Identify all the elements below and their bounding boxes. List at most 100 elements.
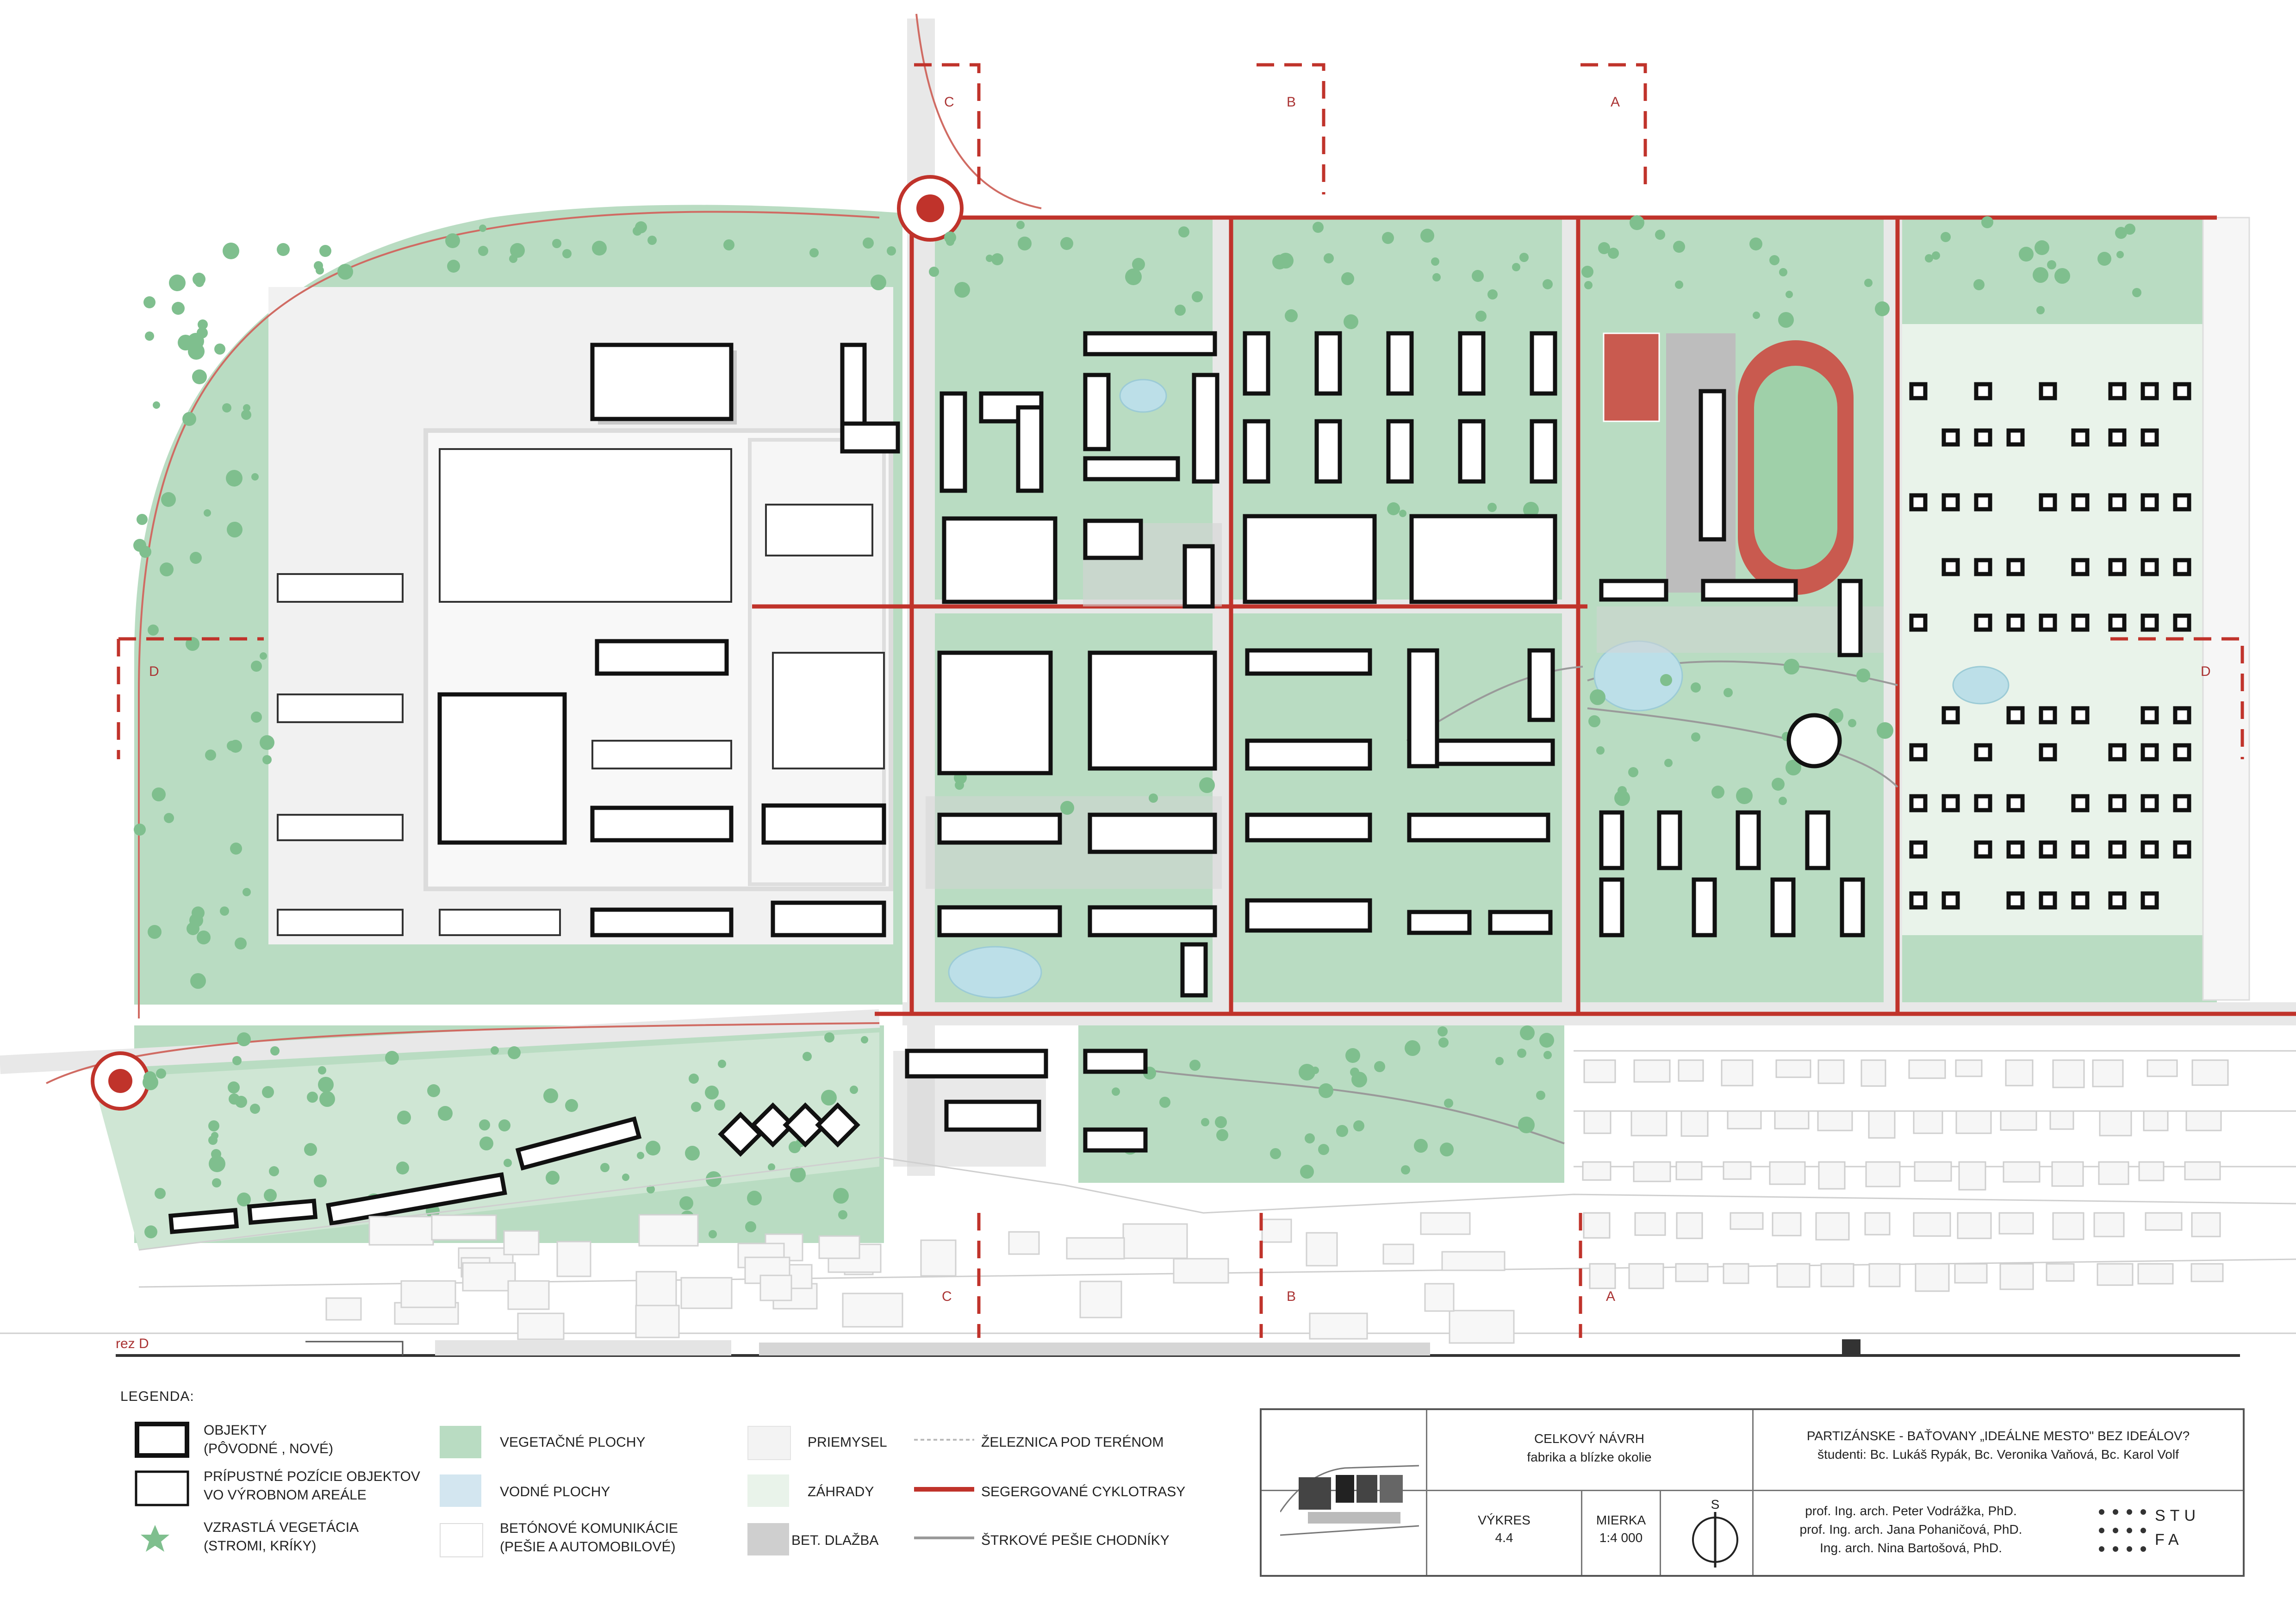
city-block xyxy=(1955,1110,1992,1134)
section-d-strip: rez D xyxy=(116,1336,2240,1357)
tree-icon xyxy=(235,937,247,949)
tree-icon xyxy=(143,1074,158,1090)
tree-icon xyxy=(546,1171,560,1185)
drawing-subtitle: fabrika a blízke okolie xyxy=(1527,1450,1652,1464)
tree-icon xyxy=(1016,221,1025,229)
tree-icon xyxy=(385,1051,399,1065)
city-block xyxy=(2145,1212,2183,1231)
tree-icon xyxy=(1487,289,1498,300)
city-block xyxy=(325,1297,362,1321)
tree-icon xyxy=(198,319,208,330)
tree-icon xyxy=(647,236,657,245)
tutor-2: prof. Ing. arch. Jana Pohaničová, PhD. xyxy=(1799,1522,2022,1537)
city-block xyxy=(1772,1212,1802,1237)
tree-icon xyxy=(491,1046,499,1055)
tree-icon xyxy=(1382,232,1394,244)
city-block xyxy=(1582,1161,1612,1181)
tree-icon xyxy=(241,410,251,420)
tree-icon xyxy=(226,470,243,487)
roundabouts xyxy=(91,175,964,1111)
tree-icon xyxy=(790,1167,806,1182)
city-block xyxy=(1727,1110,1762,1130)
tree-icon xyxy=(1848,719,1856,727)
tree-icon xyxy=(1387,502,1400,515)
house xyxy=(2039,840,2057,859)
city-block xyxy=(1998,1212,2034,1235)
city-block xyxy=(1306,1232,1338,1267)
tree-icon xyxy=(714,1099,725,1111)
house xyxy=(1909,794,1928,812)
cycle-routes xyxy=(46,13,2296,1084)
tree-icon xyxy=(1749,237,1762,250)
city-block xyxy=(680,1277,733,1309)
tree-icon xyxy=(1189,1060,1201,1071)
city-block xyxy=(2005,1059,2034,1087)
house xyxy=(2173,743,2191,762)
tree-icon xyxy=(260,652,267,660)
tree-icon xyxy=(1512,263,1520,271)
tree-icon xyxy=(222,403,231,412)
tree-icon xyxy=(169,275,186,291)
tree-icon xyxy=(1149,793,1158,803)
city-block xyxy=(2185,1110,2222,1131)
legend: LEGENDA: OBJEKTY (PÔVODNÉ , NOVÉ) PRÍPUS… xyxy=(120,1389,1240,1583)
gardens-area xyxy=(1902,217,2250,1001)
tree-icon xyxy=(1786,291,1793,298)
tree-icon xyxy=(2033,267,2048,283)
house xyxy=(2006,840,2025,859)
house xyxy=(1974,743,1992,762)
city-block xyxy=(2138,1161,2165,1181)
city-block xyxy=(1583,1212,1611,1239)
sheet-label: VÝKRES xyxy=(1478,1513,1531,1527)
city-block xyxy=(2093,1212,2125,1237)
tree-icon xyxy=(709,1230,717,1238)
tree-icon xyxy=(1270,1148,1281,1159)
gravel-swatch xyxy=(914,1537,974,1539)
cycle-swatch xyxy=(914,1487,974,1492)
city-block xyxy=(920,1239,957,1277)
scale-value: 1:4 000 xyxy=(1599,1530,1643,1545)
house xyxy=(1909,493,1928,512)
city-block xyxy=(1730,1212,1764,1230)
city-block xyxy=(1628,1263,1664,1289)
city-block xyxy=(462,1262,516,1292)
tree-icon xyxy=(251,473,259,481)
tree-icon xyxy=(251,712,262,723)
tree-icon xyxy=(637,1152,644,1159)
city-block xyxy=(1721,1059,1754,1087)
tree-icon xyxy=(251,661,262,672)
tree-icon xyxy=(156,1068,166,1079)
house xyxy=(1909,840,1928,859)
city-block xyxy=(1817,1110,1853,1131)
city-block xyxy=(368,1216,434,1246)
house xyxy=(2006,428,2025,447)
city-block xyxy=(2143,1110,2169,1131)
tree-icon xyxy=(1285,309,1298,322)
tree-icon xyxy=(208,1120,219,1131)
city-block xyxy=(2003,1161,2041,1183)
section-label-a-bottom: A xyxy=(1606,1289,1615,1304)
grown-vegetation xyxy=(133,215,2141,1238)
tree-icon xyxy=(1420,229,1434,243)
tree-icon xyxy=(479,1137,493,1150)
tree-icon xyxy=(991,253,1003,265)
house xyxy=(2071,706,2090,725)
students: študenti: Bc. Lukáš Rypák, Bc. Veronika … xyxy=(1817,1447,2179,1462)
city-block xyxy=(1818,1161,1846,1190)
industry-swatch xyxy=(747,1426,791,1460)
legend-vegetation-areas: VEGETAČNÉ PLOCHY xyxy=(500,1435,646,1450)
tree-icon xyxy=(871,275,886,290)
tree-icon xyxy=(307,1092,318,1103)
house xyxy=(2140,558,2159,576)
city-block xyxy=(2049,1110,2074,1130)
tree-icon xyxy=(543,1088,558,1103)
tree-icon xyxy=(227,522,243,537)
tree-icon xyxy=(1300,1165,1314,1179)
tree-icon xyxy=(1444,1099,1453,1108)
section-label-d-left: D xyxy=(149,664,159,679)
tree-icon xyxy=(1596,746,1605,755)
legend-cycle-routes: SEGERGOVANÉ CYKLOTRASY xyxy=(981,1484,1186,1499)
section-labels: C B A C B A D D xyxy=(149,94,2211,1304)
tree-icon xyxy=(172,302,185,315)
